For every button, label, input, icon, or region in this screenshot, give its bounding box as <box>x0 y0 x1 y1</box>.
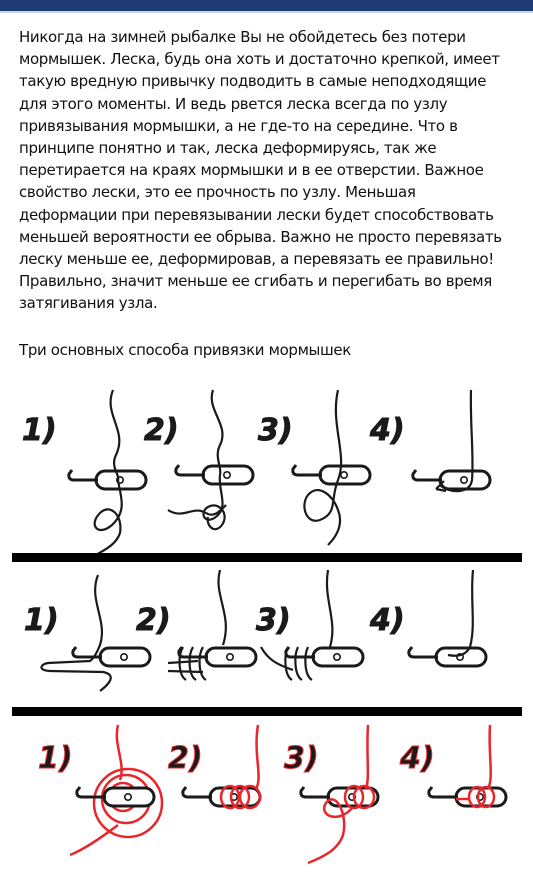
method-1-step-4-number: 4) <box>369 413 405 448</box>
header-bar-underline <box>0 11 533 13</box>
figure-heading: Три основных способа привязки мормышек <box>19 341 351 359</box>
method-2-row: 1) 2) 3) 4) <box>24 569 488 692</box>
method-2-step-2-number: 2) <box>136 603 171 638</box>
method-3-step-3-number: 3) <box>284 741 319 776</box>
divider-1 <box>12 553 522 562</box>
method-3-step-4-drawing <box>427 724 508 809</box>
method-2-step-4-number: 4) <box>369 603 405 638</box>
method-1-step-3-number: 3) <box>258 413 293 448</box>
method-3-step-2-number: 2) <box>168 741 203 776</box>
method-2-step-1-drawing <box>40 574 152 692</box>
article-body: Никогда на зимней рыбалке Вы не обойдете… <box>19 26 519 315</box>
method-3-row: 1) 2) 3) 4) <box>38 724 508 865</box>
article-paragraph: Никогда на зимней рыбалке Вы не обойдете… <box>19 28 502 313</box>
method-1-step-2-drawing <box>167 389 255 531</box>
method-2-step-3-number: 3) <box>256 603 291 638</box>
method-1-step-3-drawing <box>291 389 372 546</box>
method-3-step-3-drawing <box>299 724 380 865</box>
divider-2 <box>12 707 522 716</box>
method-3-step-4-number: 4) <box>399 741 435 776</box>
method-2-step-3-drawing <box>260 569 365 681</box>
method-2-step-1-number: 1) <box>24 603 59 638</box>
method-2-step-2-drawing <box>167 569 258 681</box>
method-2-step-4-drawing <box>407 569 488 668</box>
knot-diagram: 1) 2) 3) 4) <box>8 385 526 865</box>
method-1-step-1-number: 1) <box>22 413 57 448</box>
method-1-step-1-drawing <box>67 389 148 556</box>
method-3-step-1-number: 1) <box>38 741 73 776</box>
method-1-row: 1) 2) 3) 4) <box>22 389 492 556</box>
method-1-step-4-drawing <box>411 389 492 493</box>
method-1-step-2-number: 2) <box>144 413 179 448</box>
method-3-step-2-drawing <box>181 724 262 810</box>
method-3-step-1-drawing <box>69 724 164 857</box>
header-bar <box>0 0 533 11</box>
